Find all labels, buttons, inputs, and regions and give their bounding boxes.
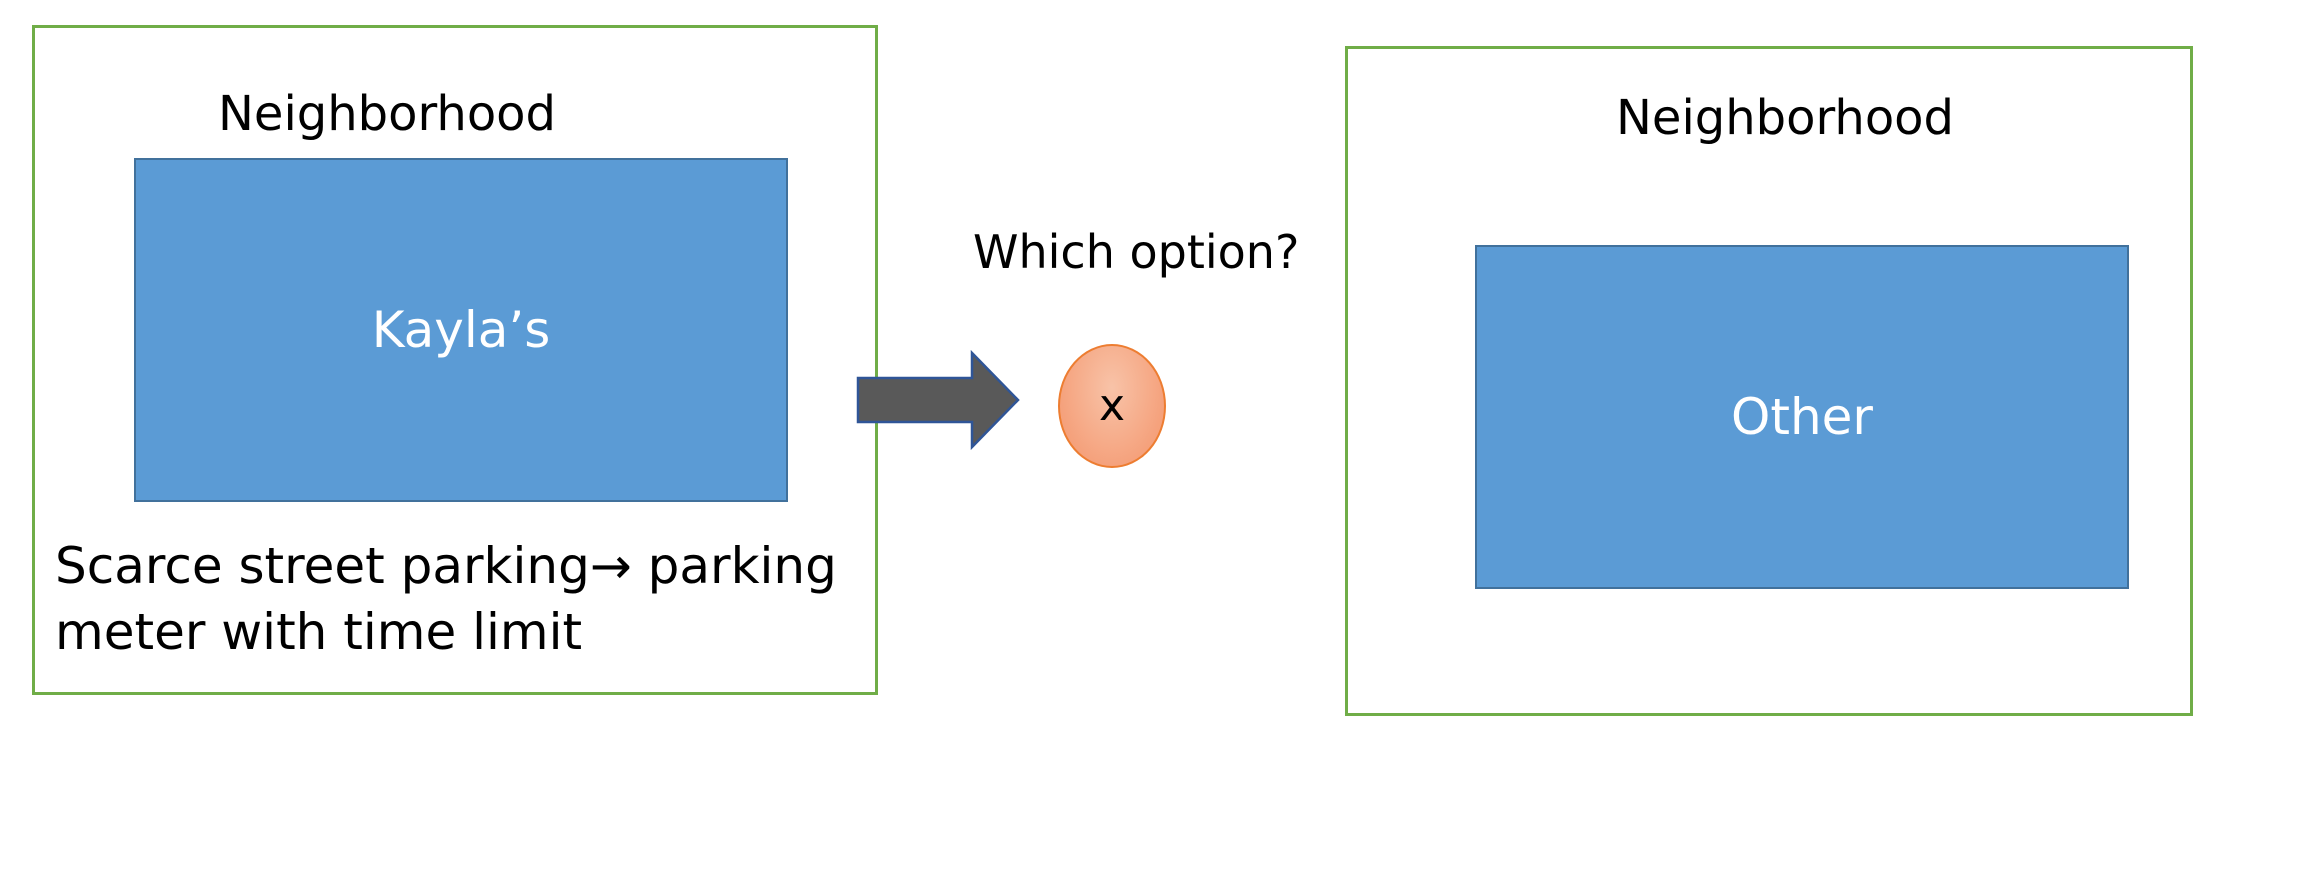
left-neighborhood-box: Neighborhood Kayla’s Scarce street parki…	[32, 25, 878, 695]
block-arrow-icon	[856, 349, 1020, 451]
right-neighborhood-title: Neighborhood	[1616, 90, 1955, 146]
kaylas-house-box: Kayla’s	[134, 158, 788, 502]
other-house-label: Other	[1731, 388, 1873, 446]
parking-note-text-start: Scarce street parking	[55, 537, 590, 595]
question-label: Which option?	[973, 225, 1300, 279]
left-neighborhood-title: Neighborhood	[218, 86, 557, 142]
parking-note-line-1: Scarce street parking→ parking	[55, 533, 855, 599]
parking-note-text-end: parking	[631, 537, 837, 595]
right-neighborhood-box: Neighborhood Other	[1345, 46, 2193, 716]
parking-note: Scarce street parking→ parking meter wit…	[55, 533, 855, 665]
parking-note-line-2: meter with time limit	[55, 603, 583, 661]
block-arrow-shape	[856, 349, 1020, 451]
option-node: x	[1058, 344, 1166, 468]
right-arrow-icon: →	[589, 537, 632, 595]
kaylas-house-label: Kayla’s	[371, 301, 551, 359]
option-node-label: x	[1098, 380, 1126, 431]
other-house-box: Other	[1475, 245, 2129, 589]
